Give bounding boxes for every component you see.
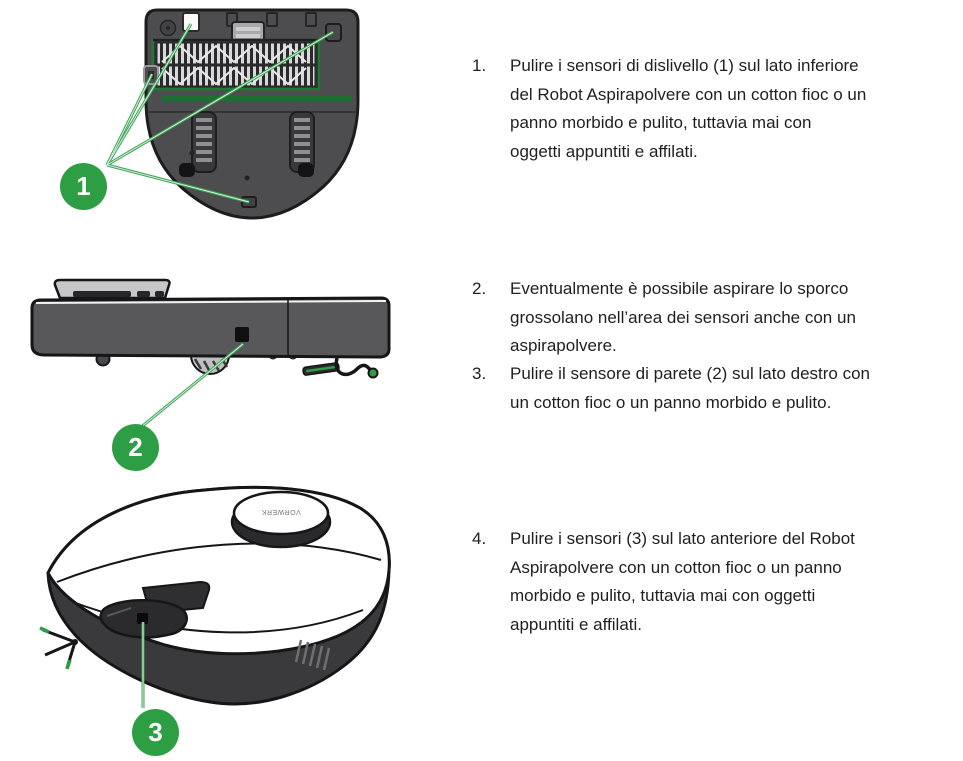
callout-badge-1: 1 bbox=[60, 163, 107, 210]
screw-dot bbox=[244, 175, 250, 181]
side-vent bbox=[294, 639, 331, 671]
brush-tip-green bbox=[65, 659, 72, 670]
front-foot-left bbox=[179, 163, 195, 177]
instruction-item-3: 3. Pulire il sensore di parete (2) sul l… bbox=[472, 360, 958, 417]
instruction-text: Pulire i sensori (3) sul lato anteriore … bbox=[510, 529, 855, 634]
lidar-turret: VORWERK bbox=[230, 490, 332, 549]
front-sensor bbox=[137, 613, 148, 624]
screw bbox=[159, 19, 177, 37]
callout-number: 2 bbox=[128, 432, 143, 462]
instruction-number: 3. bbox=[472, 364, 487, 383]
callout-1-lines bbox=[105, 23, 334, 204]
front-foot-right bbox=[298, 163, 314, 177]
callout-badge-2: 2 bbox=[112, 424, 159, 471]
instruction-number: 4. bbox=[472, 529, 487, 548]
instruction-item-2: 2. Eventualmente è possibile aspirare lo… bbox=[472, 275, 958, 361]
front-sensor-housing bbox=[99, 599, 188, 639]
turret-logo-text: VORWERK bbox=[261, 508, 301, 515]
body-top-highlight bbox=[35, 300, 387, 304]
brush-tip-green bbox=[367, 367, 379, 379]
callout-2-line bbox=[139, 342, 244, 430]
dustbin-latch bbox=[231, 21, 265, 43]
brush-tip-green bbox=[39, 626, 50, 634]
instruction-text: Pulire i sensori di dislivello (1) sul l… bbox=[510, 56, 867, 161]
wall-sensor bbox=[235, 327, 249, 342]
robot-body-side bbox=[30, 296, 391, 359]
side-brush bbox=[39, 626, 78, 670]
instruction-item-4: 4. Pulire i sensori (3) sul lato anterio… bbox=[472, 525, 958, 639]
cover-seam-back bbox=[56, 542, 382, 583]
robot-bottom-view-illustration bbox=[105, 8, 360, 220]
callout-badge-3: 3 bbox=[132, 709, 179, 756]
instruction-text: Pulire il sensore di parete (2) sul lato… bbox=[510, 364, 871, 412]
instruction-text: Eventualmente è possibile aspirare lo sp… bbox=[510, 279, 856, 355]
latch-clips bbox=[182, 12, 317, 32]
side-brush bbox=[302, 357, 379, 379]
cliff-sensor-top-right bbox=[325, 23, 342, 42]
instruction-number: 2. bbox=[472, 279, 487, 298]
right-wheel bbox=[289, 111, 315, 173]
callout-number: 3 bbox=[148, 717, 163, 747]
instruction-item-1: 1. Pulire i sensori di dislivello (1) su… bbox=[472, 52, 958, 166]
callout-number: 1 bbox=[76, 171, 91, 201]
robot-side-view-illustration bbox=[30, 278, 391, 430]
instruction-number: 1. bbox=[472, 56, 487, 75]
dustbin-lid bbox=[53, 278, 171, 300]
squeegee-blade bbox=[162, 96, 352, 101]
main-brush bbox=[156, 42, 316, 87]
robot-front-view-illustration: VORWERK bbox=[39, 485, 391, 708]
screw-dot bbox=[189, 150, 195, 156]
left-wheel bbox=[191, 111, 217, 173]
